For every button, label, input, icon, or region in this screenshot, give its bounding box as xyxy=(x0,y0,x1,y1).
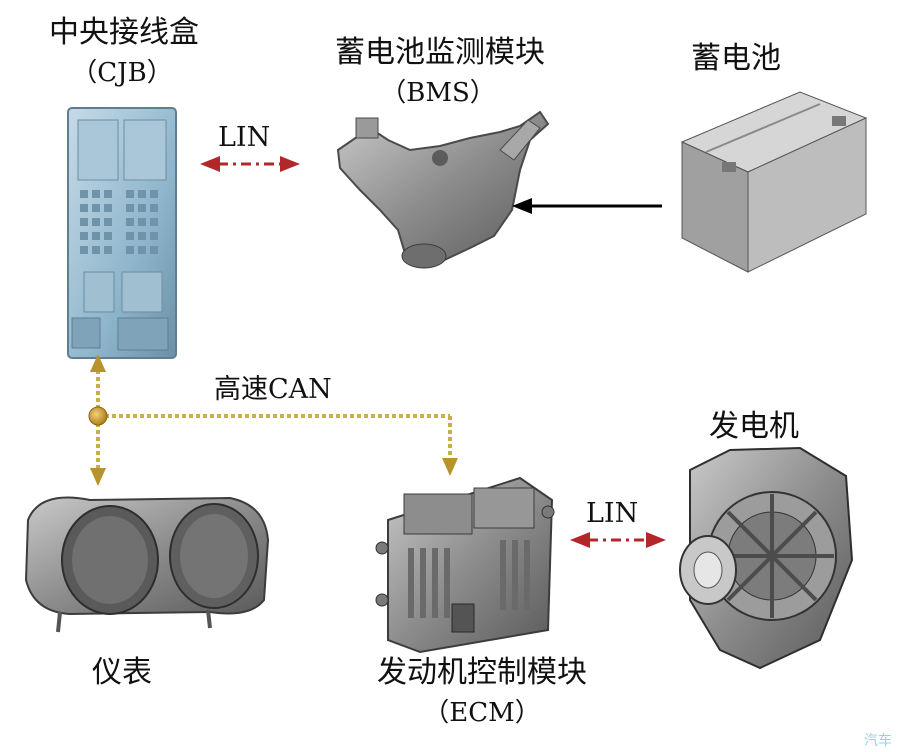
lin-label-top: LIN xyxy=(218,122,271,153)
lin-arrow-ecm-generator xyxy=(570,532,666,548)
ecm-abbr-label: （ECM） xyxy=(423,698,541,728)
cjb-module-image xyxy=(67,107,177,359)
can-arrow-up-to-cjb xyxy=(90,354,106,372)
cjb-abbr-label: （CJB） xyxy=(71,58,173,88)
generator-name-label: 发电机 xyxy=(709,409,799,444)
bms-name-label: 蓄电池监测模块 xyxy=(335,35,545,70)
can-label: 高速CAN xyxy=(214,374,332,405)
bms-module-image xyxy=(336,110,550,269)
battery-name-label: 蓄电池 xyxy=(691,41,781,76)
bms-abbr-label: （BMS） xyxy=(380,78,496,108)
cluster-name-label: 仪表 xyxy=(92,655,152,690)
lin-label-bottom: LIN xyxy=(586,498,639,529)
ecm-name-label: 发动机控制模块 xyxy=(377,655,587,690)
can-bus-node xyxy=(88,406,108,426)
generator-image xyxy=(679,446,854,670)
cjb-name-label: 中央接线盒 xyxy=(49,15,199,50)
can-bus-lines xyxy=(88,354,458,486)
can-arrow-down-to-ecm xyxy=(442,458,458,476)
can-arrow-down-to-cluster xyxy=(90,468,106,486)
lin-arrow-cjb-bms xyxy=(200,156,300,172)
cluster-image xyxy=(24,496,270,633)
battery-to-bms-arrow xyxy=(512,198,662,214)
battery-image xyxy=(680,91,868,273)
watermark-logo: 汽车 xyxy=(864,733,892,749)
ecm-image xyxy=(375,476,555,654)
